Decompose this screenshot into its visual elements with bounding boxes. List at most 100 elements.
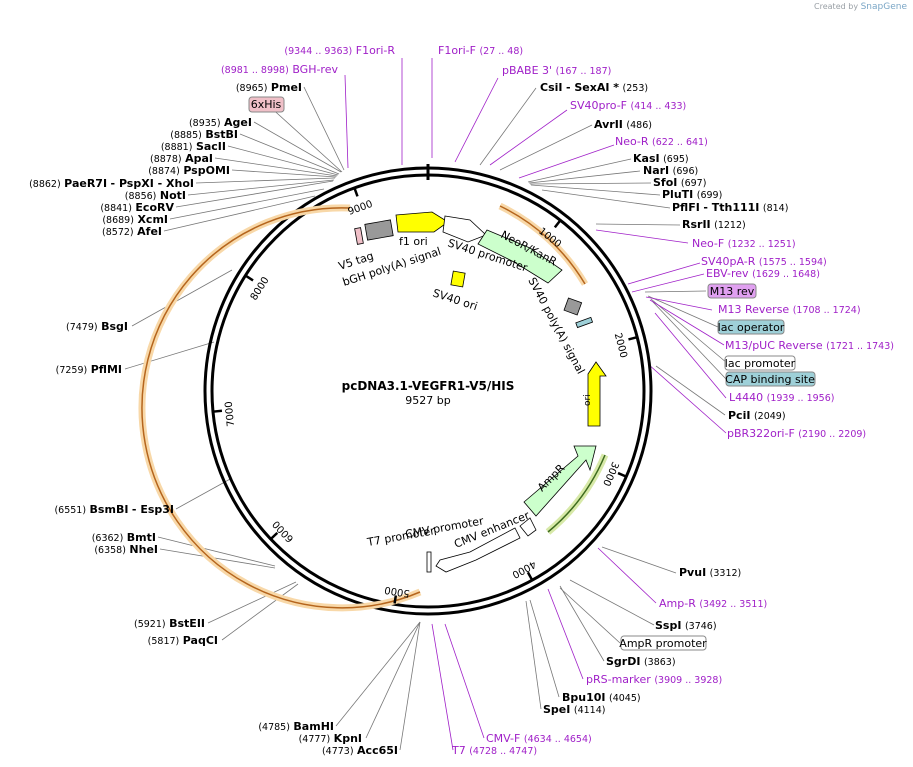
enzyme-xcmi[interactable]: (8689) XcmI xyxy=(102,213,168,226)
enzyme-apai[interactable]: (8878) ApaI xyxy=(150,152,213,165)
tick-mark-3000 xyxy=(617,471,626,478)
enzyme-pspomi[interactable]: (8874) PspOMI xyxy=(148,164,230,177)
enzyme-bsteii[interactable]: (5921) BstEII xyxy=(134,617,205,630)
enzyme-pflfi[interactable]: PflFI - Tth111I (814) xyxy=(672,201,788,214)
tick-label-2000: 2000 xyxy=(612,332,629,359)
enzyme-ecorv[interactable]: (8841) EcoRV xyxy=(100,201,174,214)
primer-cmv-f[interactable]: CMV-F (4634 .. 4654) xyxy=(486,732,592,745)
plasmid-size: 9527 bp xyxy=(405,394,450,407)
orf-arc-vegfr1-core xyxy=(141,207,421,609)
enzyme-pflmi[interactable]: (7259) PflMI xyxy=(56,363,122,376)
primer-f1ori-f[interactable]: F1ori-F (27 .. 48) xyxy=(438,44,523,57)
primer-f1ori-r[interactable]: (9344 .. 9363) F1ori-R xyxy=(284,44,395,57)
enzyme-spei[interactable]: SpeI (4114) xyxy=(543,703,605,716)
box-ampr-promoter[interactable]: AmpR promoter xyxy=(619,637,707,650)
primer-neo-f[interactable]: Neo-F (1232 .. 1251) xyxy=(692,237,796,250)
enzyme-bamhi[interactable]: (4785) BamHI xyxy=(258,720,334,733)
sv40-polya-signal xyxy=(563,297,583,316)
box-6xhis[interactable]: 6xHis xyxy=(251,98,282,111)
primer-neo-r[interactable]: Neo-R (622 .. 641) xyxy=(615,135,708,148)
bgh-polya-signal xyxy=(364,219,394,241)
primer-ebv-rev[interactable]: EBV-rev (1629 .. 1648) xyxy=(706,267,820,280)
label-ori: ori xyxy=(583,394,593,406)
boxed-labels: 6xHis M13 rev lac operator lac promoter … xyxy=(248,96,816,651)
box-lac-operator[interactable]: lac operator xyxy=(718,321,785,334)
tick-mark-9000 xyxy=(353,188,359,197)
box-m13rev-bg xyxy=(707,283,757,299)
box-cap-site-bg xyxy=(725,371,816,387)
box-m13rev[interactable]: M13 rev xyxy=(710,285,755,298)
tick-mark-6000 xyxy=(270,531,279,540)
primer-pbabe3[interactable]: pBABE 3' (167 .. 187) xyxy=(502,64,611,77)
orf-arcs xyxy=(138,202,609,612)
sv40-ori-mark xyxy=(450,270,466,288)
enzyme-agei[interactable]: (8935) AgeI xyxy=(189,116,252,129)
enzyme-paer7i[interactable]: (8862) PaeR7I - PspXI - XhoI xyxy=(29,177,194,190)
enzyme-sgrdi[interactable]: SgrDI (3863) xyxy=(606,655,676,668)
enzyme-noti[interactable]: (8856) NotI xyxy=(125,189,186,202)
box-lac-operator-bg xyxy=(717,319,785,335)
enzyme-kasi[interactable]: KasI (695) xyxy=(633,152,689,165)
enzyme-rsrii[interactable]: RsrII (1212) xyxy=(682,218,746,231)
ampr-arrow xyxy=(523,445,597,517)
tick-label-9000: 9000 xyxy=(347,199,375,218)
enzyme-acc65i[interactable]: (4773) Acc65I xyxy=(322,744,398,757)
tick-label-4000: 4000 xyxy=(510,558,538,580)
primer-t7[interactable]: T7 (4728 .. 4747) xyxy=(451,744,537,757)
neor-kanr-arrow xyxy=(477,229,563,284)
backbone xyxy=(203,164,653,616)
sv40-promoter-arrow xyxy=(442,215,487,243)
tick-label-7000: 7000 xyxy=(224,401,237,427)
primer-m13-reverse[interactable]: M13 Reverse (1708 .. 1724) xyxy=(718,303,861,316)
enzyme-sfoi[interactable]: SfoI (697) xyxy=(653,176,706,189)
enzyme-bpu10i[interactable]: Bpu10I (4045) xyxy=(562,691,641,704)
feature-arrows xyxy=(354,211,607,573)
tick-mark-2000 xyxy=(628,336,637,341)
primer-m13-puc-reverse[interactable]: M13/pUC Reverse (1721 .. 1743) xyxy=(725,339,894,352)
primer-l4440[interactable]: L4440 (1939 .. 1956) xyxy=(729,391,834,404)
tick-label-5000: 5000 xyxy=(384,584,411,599)
primer-sv40pro-f[interactable]: SV40pro-F (414 .. 433) xyxy=(570,99,686,112)
enzyme-pcii[interactable]: PciI (2049) xyxy=(728,409,786,422)
primer-labels: (9344 .. 9363) F1ori-R F1ori-F (27 .. 48… xyxy=(221,44,894,757)
tick-label-6000: 6000 xyxy=(271,518,296,544)
label-sv40-ori: SV40 ori xyxy=(431,286,479,313)
enzyme-bsmbi[interactable]: (6551) BsmBI - Esp3I xyxy=(54,503,174,516)
tick-mark-7000 xyxy=(213,409,223,413)
box-ampr-promoter-bg xyxy=(620,635,707,651)
box-lac-promoter[interactable]: lac promoter xyxy=(725,357,796,370)
primer-pbr322ori-f[interactable]: pBR322ori-F (2190 .. 2209) xyxy=(727,427,866,440)
enzyme-sacii[interactable]: (8881) SacII xyxy=(161,140,226,153)
enzyme-kpni[interactable]: (4777) KpnI xyxy=(299,732,362,745)
orf-arc-neo-core xyxy=(499,205,586,285)
enzymes-left: (8965) PmeI (8935) AgeI (8885) BstBI (88… xyxy=(29,81,398,757)
enzyme-csii[interactable]: CsiI - SexAI * (253) xyxy=(540,81,648,94)
enzyme-paqci[interactable]: (5817) PaqCI xyxy=(148,634,218,647)
enzyme-bmti[interactable]: (6362) BmtI xyxy=(92,531,156,544)
enzyme-afei[interactable]: (8572) AfeI xyxy=(102,225,162,238)
primer-sv40pa-r[interactable]: SV40pA-R (1575 .. 1594) xyxy=(701,255,827,268)
primer-amp-r[interactable]: Amp-R (3492 .. 3511) xyxy=(659,597,767,610)
enzyme-nari[interactable]: NarI (696) xyxy=(643,164,698,177)
enzyme-bstbi[interactable]: (8885) BstBI xyxy=(170,128,238,141)
box-cap-site[interactable]: CAP binding site xyxy=(725,373,815,386)
enzyme-bsgi[interactable]: (7479) BsgI xyxy=(66,320,128,333)
enzymes-right: CsiI - SexAI * (253) AvrII (486) KasI (6… xyxy=(540,81,788,716)
enzyme-pmei[interactable]: (8965) PmeI xyxy=(236,81,302,94)
enzyme-pvui[interactable]: PvuI (3312) xyxy=(679,566,741,579)
brand-name: SnapGene xyxy=(860,2,907,12)
v5-tag-mark xyxy=(354,227,364,245)
plasmid-center-label: pcDNA3.1-VEGFR1-V5/HIS 9527 bp xyxy=(342,379,515,407)
primer-bgh-rev[interactable]: (8981 .. 8998) BGH-rev xyxy=(221,63,339,76)
enzyme-avrii[interactable]: AvrII (486) xyxy=(594,118,652,131)
tick-mark-1000 xyxy=(553,220,561,229)
label-t7-promoter: T7 promoter xyxy=(365,524,436,549)
enzyme-pluti[interactable]: PluTI (699) xyxy=(662,188,722,201)
primer-prs-marker[interactable]: pRS-marker (3909 .. 3928) xyxy=(586,673,722,686)
enzyme-nhei[interactable]: (6358) NheI xyxy=(94,543,158,556)
box-6xhis-bg xyxy=(248,96,285,113)
cmv-enhancer-arrow xyxy=(435,527,521,573)
orf-arc-amp-core xyxy=(547,454,606,533)
enzyme-sspi[interactable]: SspI (3746) xyxy=(655,619,717,632)
